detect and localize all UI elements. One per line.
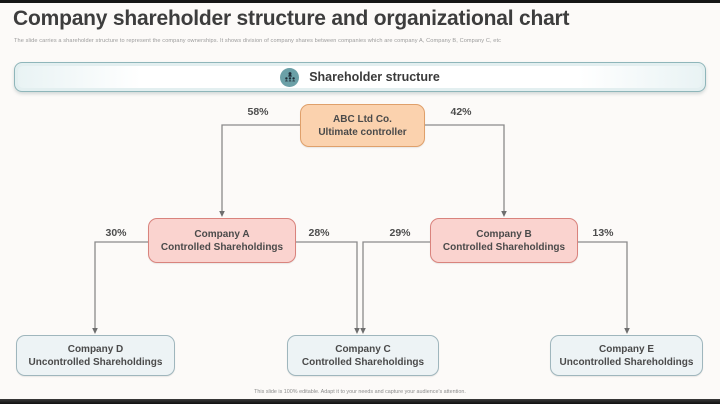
node-company-d: Company D Uncontrolled Shareholdings bbox=[16, 335, 175, 376]
ownership-label-company-a-to-company-d: 30% bbox=[105, 227, 127, 239]
node-company-a: Company A Controlled Shareholdings bbox=[148, 218, 296, 263]
shareholder-structure-banner: Shareholder structure bbox=[14, 62, 706, 92]
node-name: Company C bbox=[335, 343, 391, 355]
slide-subtitle: The slide carries a shareholder structur… bbox=[14, 38, 502, 44]
node-role: Ultimate controller bbox=[318, 126, 407, 138]
ownership-label-company-a-to-company-c: 28% bbox=[308, 227, 330, 239]
ownership-label-company-b-to-company-e: 13% bbox=[592, 227, 614, 239]
node-company-e: Company E Uncontrolled Shareholdings bbox=[550, 335, 703, 376]
node-name: Company E bbox=[598, 343, 654, 355]
node-role: Controlled Shareholdings bbox=[442, 241, 566, 253]
page-title: Company shareholder structure and organi… bbox=[13, 7, 570, 30]
people-group-icon bbox=[280, 67, 300, 87]
node-name: Company B bbox=[476, 228, 532, 240]
node-abc-ltd-co: ABC Ltd Co. Ultimate controller bbox=[300, 104, 425, 147]
node-name: Company A bbox=[194, 228, 250, 240]
node-role: Controlled Shareholdings bbox=[301, 356, 425, 368]
banner-inner: Shareholder structure bbox=[18, 66, 702, 88]
slide-footer: This slide is 100% editable. Adapt it to… bbox=[254, 389, 466, 395]
node-name: ABC Ltd Co. bbox=[333, 113, 392, 125]
ownership-label-root-to-company-b: 42% bbox=[450, 106, 472, 118]
node-company-b: Company B Controlled Shareholdings bbox=[430, 218, 578, 263]
ownership-label-company-b-to-company-c: 29% bbox=[389, 227, 411, 239]
ownership-label-root-to-company-a: 58% bbox=[247, 106, 269, 118]
node-role: Uncontrolled Shareholdings bbox=[559, 356, 694, 368]
node-name: Company D bbox=[67, 343, 124, 355]
node-role: Controlled Shareholdings bbox=[160, 241, 284, 253]
node-company-c: Company C Controlled Shareholdings bbox=[287, 335, 439, 376]
node-role: Uncontrolled Shareholdings bbox=[28, 356, 163, 368]
letterbox-top-bar bbox=[0, 0, 720, 3]
banner-label: Shareholder structure bbox=[309, 70, 440, 84]
letterbox-bottom-bar bbox=[0, 399, 720, 404]
